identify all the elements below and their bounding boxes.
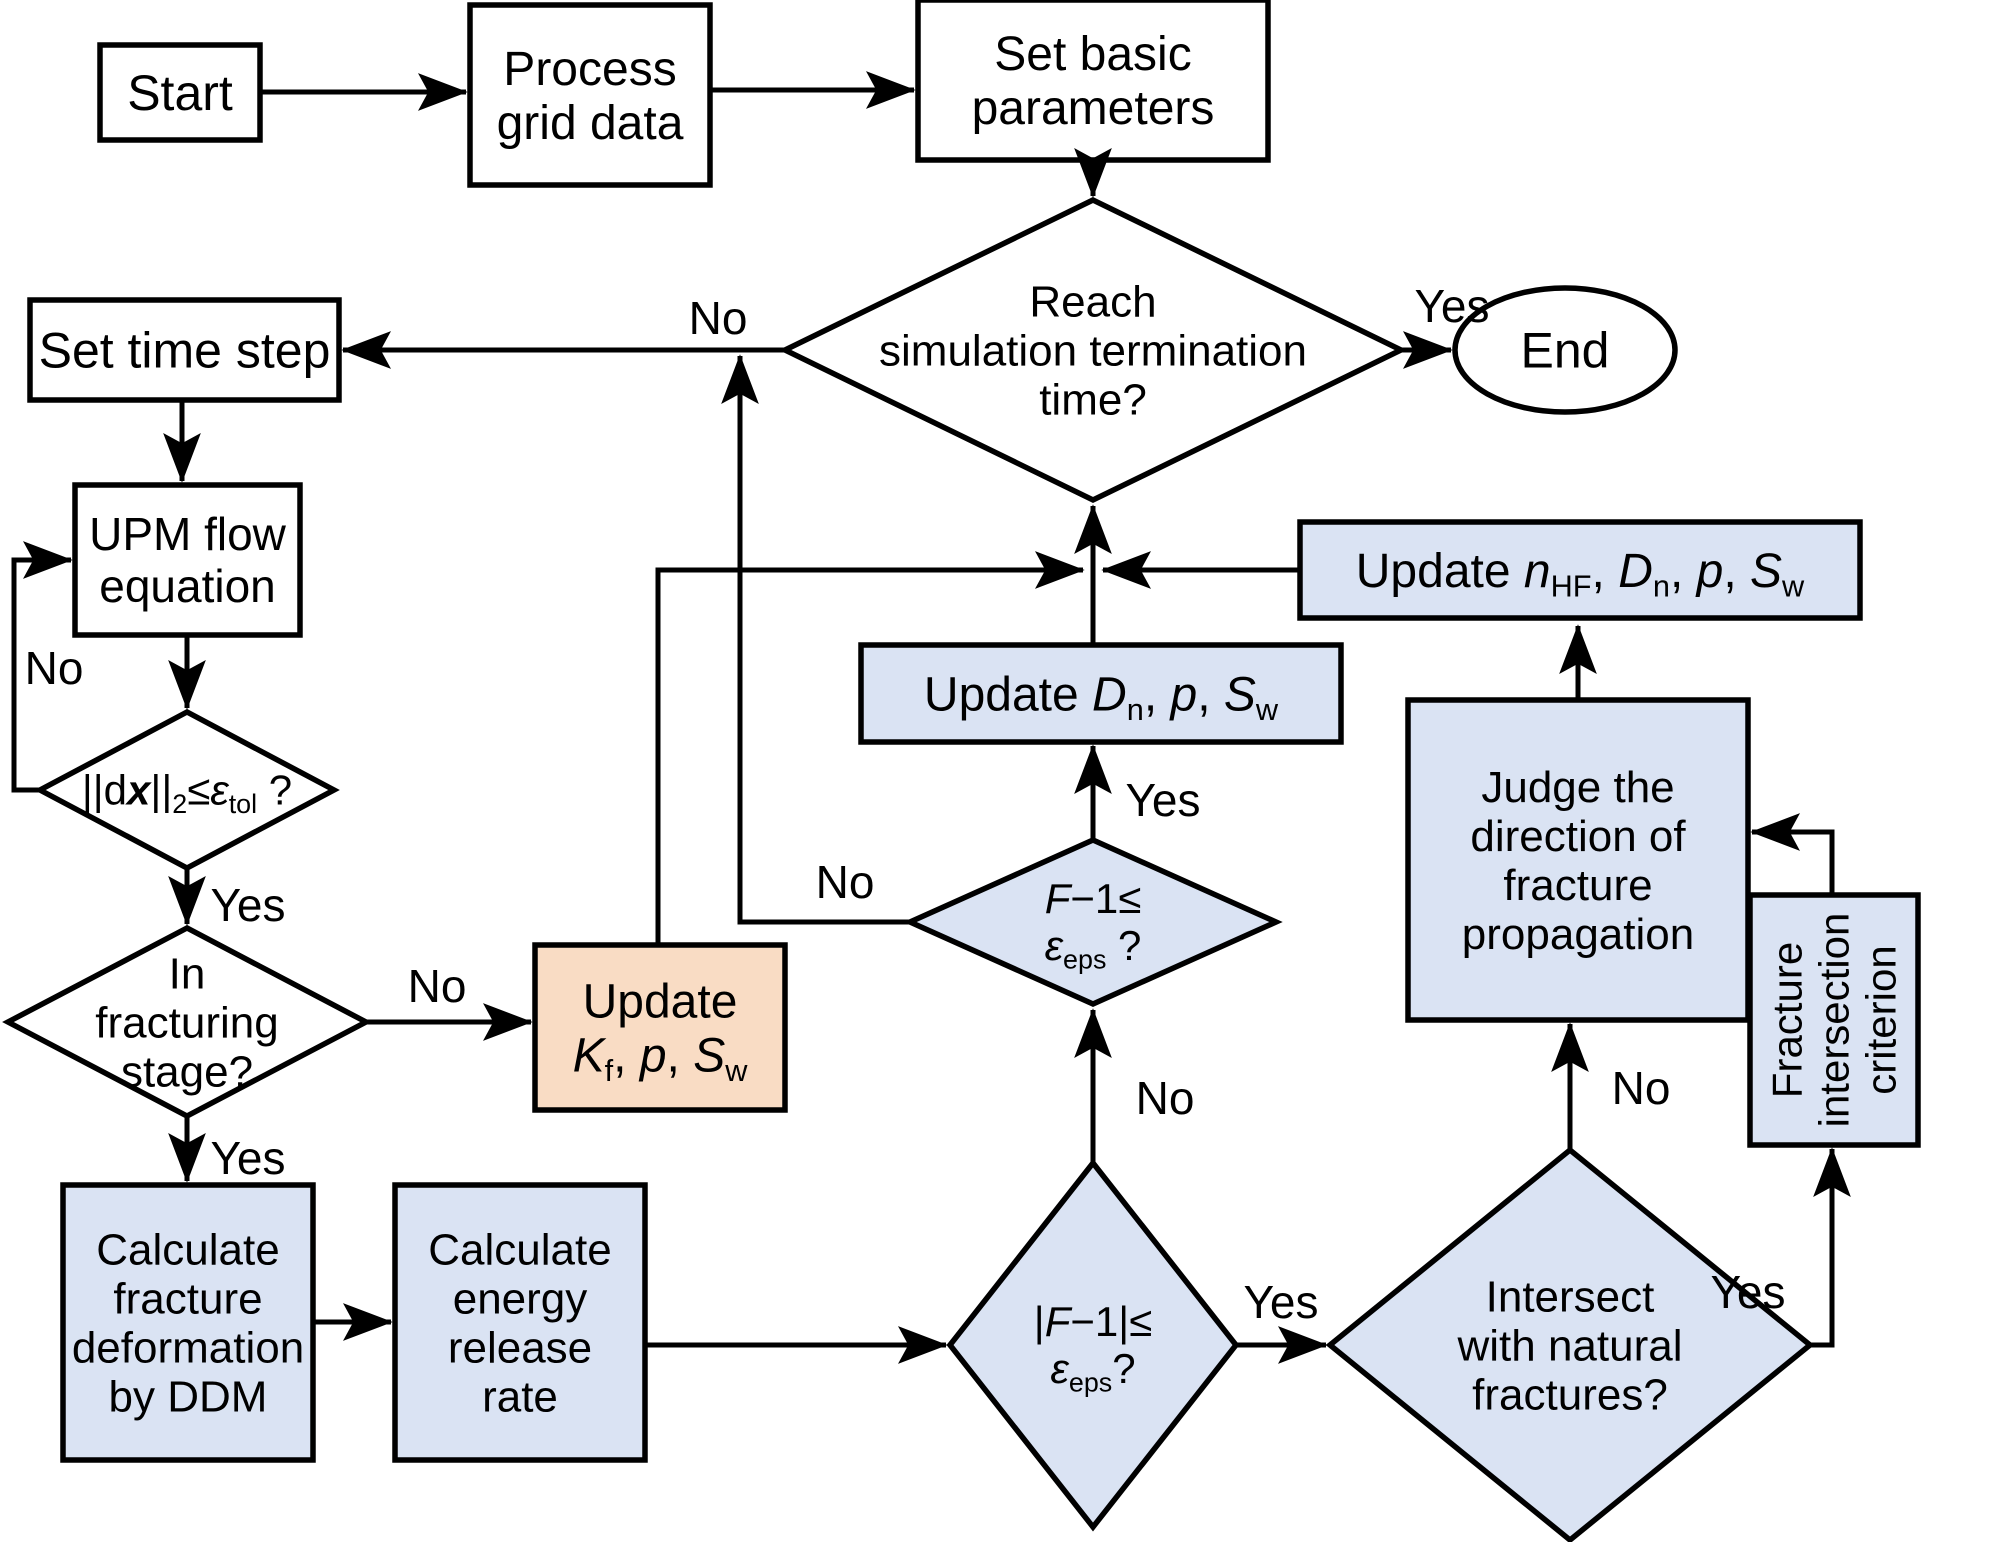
dx-tolerance-decision: ||dx||2≤εtol ? <box>34 708 340 872</box>
node-text-line: deformation <box>72 1323 304 1372</box>
node-text-line: Judge the <box>1481 763 1674 812</box>
update-nhf-dn-p-sw-node-shape <box>1297 519 1863 621</box>
node-text-line: ||dx||2≤εtol ? <box>82 767 292 819</box>
node-text-line: F−1≤ <box>1045 875 1142 922</box>
node-text-line: |F−1|≤ <box>1034 1298 1152 1345</box>
node-text-line: release <box>448 1323 592 1372</box>
node-text-line: grid data <box>497 97 684 150</box>
edge-f1-no-to-termination-loop <box>721 354 910 925</box>
start-node-shape <box>97 42 263 143</box>
node-text-line: Kf, p, Sw <box>573 1029 749 1088</box>
node-text-line: Start <box>127 65 233 121</box>
update-dn-p-sw-node-shape <box>858 642 1344 745</box>
node-text-line: Update Dn, p, Sw <box>924 668 1279 727</box>
node-text-line: fractures? <box>1472 1370 1668 1419</box>
node-text-line: intersection <box>1811 913 1858 1128</box>
calculate-energy-release-rate-node-shape <box>392 1182 648 1463</box>
set-time-step-node: Set time step <box>27 297 342 403</box>
edge-updatekf-to-junction <box>655 551 1085 945</box>
update-kf-p-sw-node-shape <box>532 942 788 1113</box>
node-text-line: stage? <box>121 1047 253 1096</box>
node-text-line: Calculate <box>96 1225 279 1274</box>
yes-branch-label: Yes <box>1414 280 1489 332</box>
node-text-line: Reach <box>1029 277 1156 326</box>
edge-criterion-to-judge <box>1750 813 1835 895</box>
set-time-step-node-shape <box>27 297 342 403</box>
node-text-line: Update nHF, Dn, p, Sw <box>1356 545 1805 604</box>
node-text-line: fracture <box>113 1274 262 1323</box>
node-text-line: fracturing <box>95 998 278 1047</box>
edge-intersect-yes-to-criterion <box>1810 1147 1851 1348</box>
yes-branch-label: Yes <box>1710 1266 1785 1318</box>
node-text-line: Update <box>583 975 738 1028</box>
intersect-natural-fractures-decision-shape <box>1325 1146 1815 1542</box>
node-text-line: Process <box>503 43 676 96</box>
node-text-line: time? <box>1039 375 1147 424</box>
fracture-intersection-criterion-node-shape <box>1747 892 1921 1148</box>
no-branch-label: No <box>1612 1062 1671 1114</box>
node-text-line: by DDM <box>109 1372 268 1421</box>
upm-flow-equation-node-shape <box>72 482 303 638</box>
start-node: Start <box>97 42 263 143</box>
node-text-line: Set time step <box>39 323 331 379</box>
no-branch-label: No <box>816 856 875 908</box>
no-branch-label: No <box>408 960 467 1012</box>
yes-branch-label: Yes <box>1243 1276 1318 1328</box>
yes-branch-label: Yes <box>210 1132 285 1184</box>
node-text-line: In <box>169 949 206 998</box>
node-text-line: Calculate <box>428 1225 611 1274</box>
node-text-line: parameters <box>972 82 1215 135</box>
no-branch-label: No <box>1136 1072 1195 1124</box>
abs-f-minus-1-eps-decision: |F−1|≤εeps? <box>946 1158 1240 1532</box>
node-text-line: with natural <box>1456 1321 1682 1370</box>
node-text-line: equation <box>99 560 276 612</box>
yes-branch-label: Yes <box>1125 774 1200 826</box>
node-text-line: UPM flow <box>89 508 287 560</box>
node-text-line: Set basic <box>994 28 1191 81</box>
node-text-line: propagation <box>1462 910 1694 959</box>
node-text-line: criterion <box>1858 945 1905 1094</box>
yes-branch-label: Yes <box>210 879 285 931</box>
update-nhf-dn-p-sw-node: Update nHF, Dn, p, Sw <box>1297 519 1863 621</box>
node-text-line: direction of <box>1470 812 1686 861</box>
no-branch-label: No <box>25 642 84 694</box>
set-basic-parameters-node-shape <box>915 0 1271 163</box>
node-text-line: Intersect <box>1486 1272 1655 1321</box>
update-dn-p-sw-node: Update Dn, p, Sw <box>858 642 1344 745</box>
node-text-line: fracture <box>1503 861 1652 910</box>
edge-dx-no-loop-to-upm <box>11 541 73 793</box>
node-text-line: rate <box>482 1372 558 1421</box>
node-text-line: energy <box>453 1274 588 1323</box>
f-minus-1-eps-decision-shape <box>903 836 1283 1008</box>
abs-f-minus-1-eps-decision-shape <box>946 1158 1240 1532</box>
node-text-line: εeps? <box>1050 1345 1135 1397</box>
end-node: End <box>1452 285 1678 415</box>
node-text-line: Fracture <box>1764 942 1811 1098</box>
no-branch-label: No <box>689 292 748 344</box>
node-text-line: simulation termination <box>879 326 1307 375</box>
node-text-line: End <box>1521 323 1610 379</box>
process-grid-data-node-shape <box>467 2 713 188</box>
node-text-line: εeps ? <box>1045 922 1142 974</box>
reach-termination-time-decision-shape <box>778 196 1408 504</box>
f-minus-1-eps-decision: F−1≤εeps ? <box>903 836 1283 1008</box>
end-node-shape <box>1452 285 1678 415</box>
